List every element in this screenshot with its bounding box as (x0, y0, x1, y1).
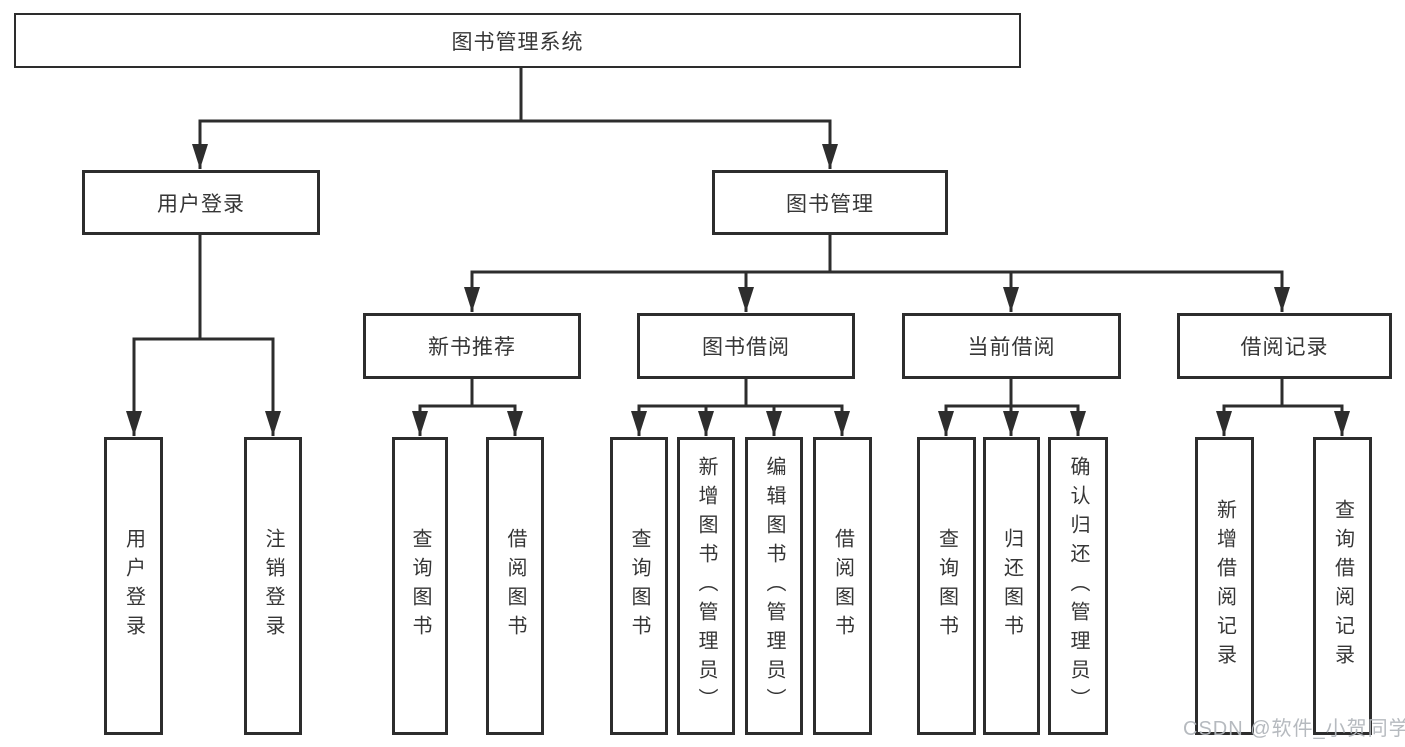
watermark: CSDN @软件_小贺同学 (1183, 718, 1405, 740)
leaf-br-add-record: 新增借阅记录 (1195, 437, 1254, 735)
leaf-bb-borrow-books: 借阅图书 (813, 437, 872, 735)
leaf-nbr-query-books-label: 查询图书 (409, 528, 431, 644)
node-root-label: 图书管理系统 (451, 30, 584, 54)
leaf-cb-confirm-return-admin-label: 确认归还（管理员） (1067, 455, 1089, 717)
leaf-bb-edit-books-admin: 编辑图书（管理员） (745, 437, 803, 735)
leaf-br-add-record-label: 新增借阅记录 (1213, 499, 1236, 673)
node-book-borrowing-label: 图书借阅 (702, 336, 790, 359)
leaf-bb-edit-books-admin-label: 编辑图书（管理员） (763, 455, 785, 717)
node-user-login: 用户登录 (82, 170, 320, 235)
node-new-book-recommendation: 新书推荐 (363, 313, 581, 379)
leaf-bb-borrow-books-label: 借阅图书 (831, 528, 854, 644)
node-book-management: 图书管理 (712, 170, 948, 235)
node-borrowing-records: 借阅记录 (1177, 313, 1392, 379)
leaf-br-query-record: 查询借阅记录 (1313, 437, 1372, 735)
node-root: 图书管理系统 (14, 13, 1021, 68)
leaf-nbr-query-books: 查询图书 (392, 437, 448, 735)
leaf-logout: 注销登录 (244, 437, 302, 735)
leaf-bb-add-books-admin: 新增图书（管理员） (677, 437, 735, 735)
leaf-cb-return-books: 归还图书 (983, 437, 1040, 735)
leaf-nbr-borrow-books: 借阅图书 (486, 437, 544, 735)
leaf-bb-query-books: 查询图书 (610, 437, 668, 735)
node-book-management-label: 图书管理 (786, 192, 874, 216)
node-new-book-recommendation-label: 新书推荐 (428, 336, 516, 359)
node-current-borrowing-label: 当前借阅 (967, 336, 1056, 359)
leaf-cb-confirm-return-admin: 确认归还（管理员） (1048, 437, 1108, 735)
leaf-bb-query-books-label: 查询图书 (628, 528, 650, 644)
node-book-borrowing: 图书借阅 (637, 313, 855, 379)
node-user-login-label: 用户登录 (157, 192, 245, 216)
node-current-borrowing: 当前借阅 (902, 313, 1121, 379)
leaf-cb-query-books-label: 查询图书 (935, 528, 958, 644)
leaf-cb-return-books-label: 归还图书 (1000, 528, 1023, 644)
leaf-nbr-borrow-books-label: 借阅图书 (504, 528, 526, 644)
node-borrowing-records-label: 借阅记录 (1240, 336, 1329, 359)
leaf-br-query-record-label: 查询借阅记录 (1331, 499, 1354, 673)
leaf-bb-add-books-admin-label: 新增图书（管理员） (695, 455, 717, 717)
leaf-cb-query-books: 查询图书 (917, 437, 976, 735)
leaf-user-login: 用户登录 (104, 437, 163, 735)
leaf-logout-label: 注销登录 (262, 528, 284, 644)
leaf-user-login-label: 用户登录 (122, 528, 145, 644)
